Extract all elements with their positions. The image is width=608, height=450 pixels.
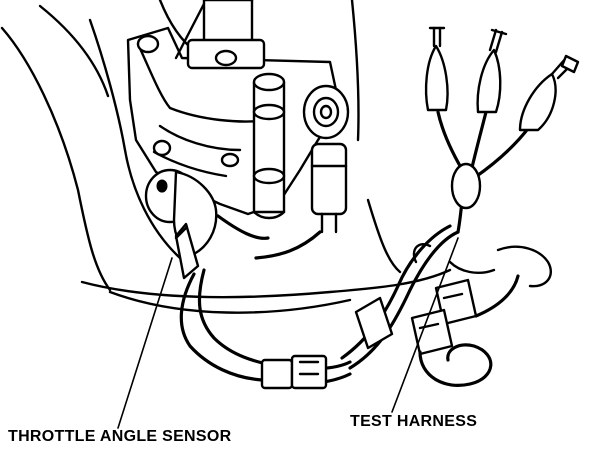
leader-throttle-angle-sensor <box>117 257 173 429</box>
callout-label-test-harness: TEST HARNESS <box>350 413 478 430</box>
test-lead-clip-1 <box>424 26 449 112</box>
callout-leaders <box>117 237 459 429</box>
sensor-harness-wiring <box>260 224 460 390</box>
test-lead-clip-2 <box>476 28 508 114</box>
leader-test-harness <box>391 237 459 413</box>
throttle-body-connector <box>254 84 350 260</box>
test-harness <box>410 26 580 387</box>
callout-label-throttle-angle-sensor: THROTTLE ANGLE SENSOR <box>8 428 232 445</box>
throttle-angle-sensor <box>144 168 278 382</box>
test-lead-clip-3 <box>518 54 580 132</box>
idle-screw-post <box>252 72 286 220</box>
